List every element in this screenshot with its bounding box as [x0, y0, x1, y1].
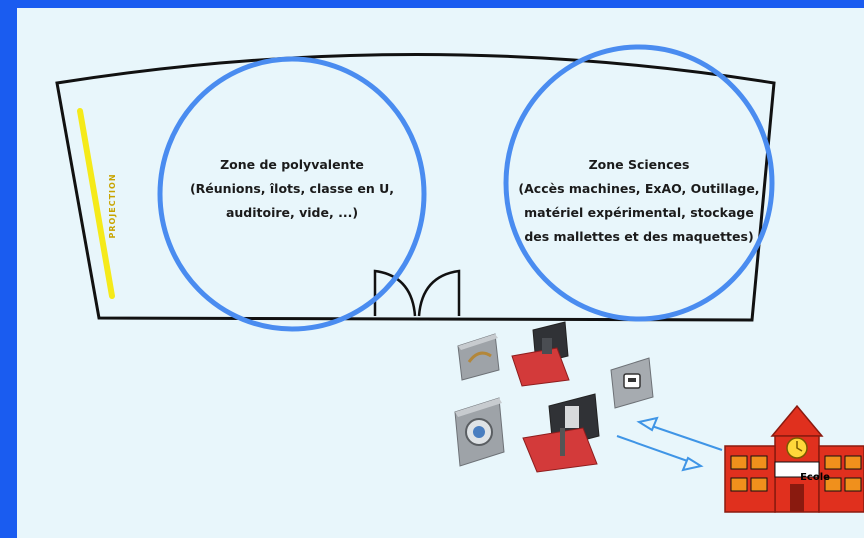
- room-outline: [55, 53, 776, 322]
- zone-polyvalente-line: (Réunions, îlots, classe en U,: [189, 181, 395, 196]
- zone-polyvalente-line: auditoire, vide, ...): [225, 205, 359, 220]
- suitcase-icon: [511, 321, 570, 387]
- zone-sciences-line: matériel expérimental, stockage: [524, 205, 754, 220]
- zone-polyvalente-circle: [157, 56, 427, 332]
- suitcase-icon: [457, 333, 500, 381]
- school-building-icon: [724, 404, 864, 513]
- zone-sciences-circle: [503, 44, 775, 322]
- zone-sciences-text: Zone Sciences (Accès machines, ExAO, Out…: [505, 153, 773, 249]
- zone-sciences-line: des mallettes et des maquettes): [524, 229, 754, 244]
- arrow-icon: [616, 416, 723, 472]
- projection-bar: [77, 108, 115, 299]
- zone-sciences-title: Zone Sciences: [588, 157, 690, 172]
- zone-sciences-line: (Accès machines, ExAO, Outillage,: [518, 181, 760, 196]
- diagram-canvas: PROJECTION Zone de polyvalente (Réunions…: [17, 8, 864, 538]
- suitcase-icon: [610, 357, 654, 409]
- projection-label: PROJECTION: [108, 173, 117, 239]
- zone-polyvalente-text: Zone de polyvalente (Réunions, îlots, cl…: [159, 153, 425, 225]
- zone-polyvalente-title: Zone de polyvalente: [220, 157, 364, 172]
- suitcase-icon: [454, 397, 505, 467]
- suitcase-icon: [522, 393, 600, 473]
- school-label: Ecole: [800, 472, 830, 483]
- floor-plan-svg: [55, 44, 864, 513]
- door-icon: [373, 269, 461, 317]
